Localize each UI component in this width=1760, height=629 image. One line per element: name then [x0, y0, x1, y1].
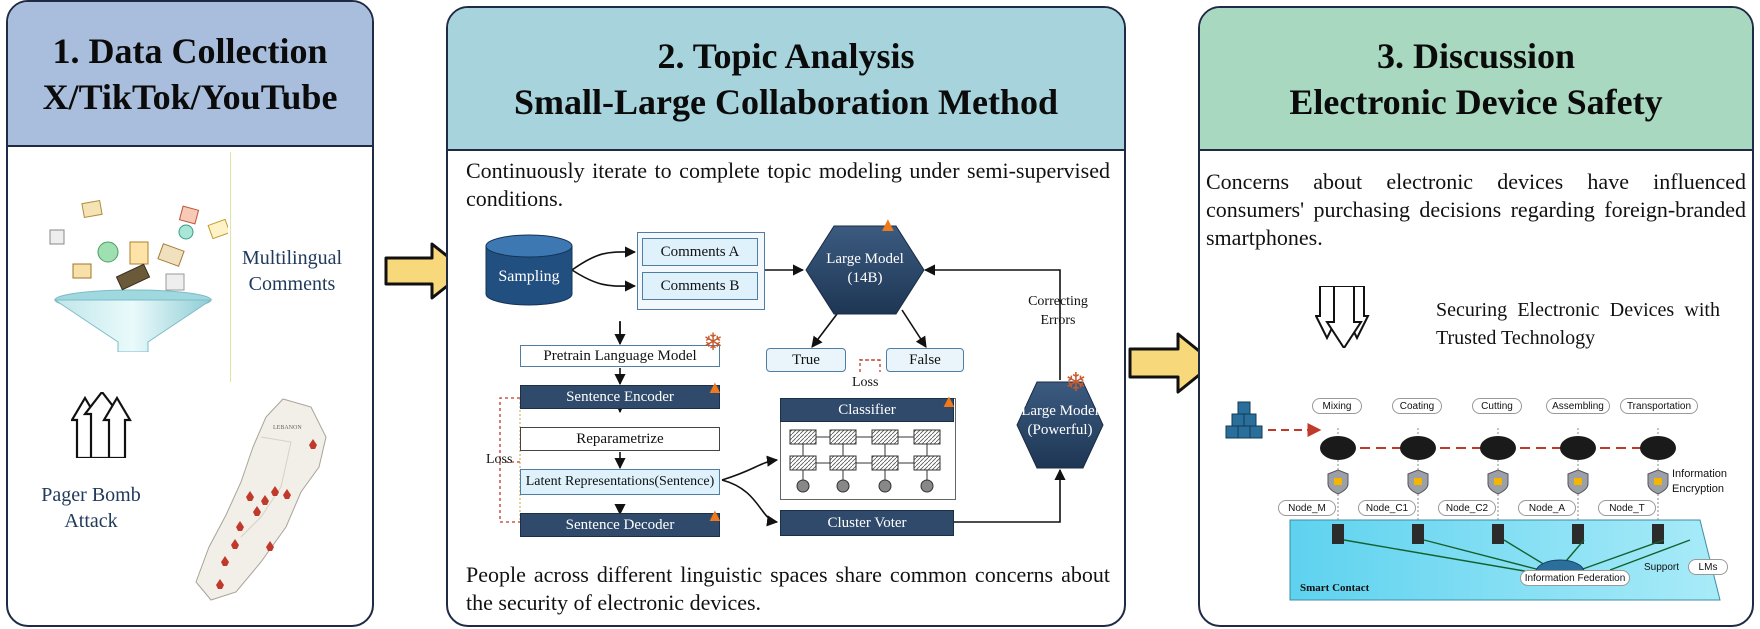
panel2-title-line2: Small-Large Collaboration Method: [514, 81, 1058, 122]
pager-label: Pager Bomb Attack: [41, 484, 141, 532]
node-tag-a: Node_A: [1518, 500, 1576, 516]
panel-discussion: 3. Discussion Electronic Device Safety C…: [1198, 6, 1754, 627]
flame-icon-decoder: ▲: [706, 505, 724, 525]
divider-line: [230, 152, 231, 382]
reparametrize-box: Reparametrize: [520, 427, 720, 451]
latent-representations-box: Latent Representations(Sentence): [520, 469, 720, 495]
flame-icon: ▲: [878, 214, 898, 236]
sentence-encoder-box: Sentence Encoder: [520, 385, 720, 409]
step-tag-transportation: Transportation: [1620, 398, 1698, 414]
large-model-powerful-hexagon: [1016, 381, 1104, 469]
panel3-header: 3. Discussion Electronic Device Safety: [1200, 8, 1752, 151]
flame-icon-classifier: ▲: [940, 391, 958, 411]
comments-b-box: Comments B: [642, 272, 758, 300]
panel2-top-text: Continuously iterate to complete topic m…: [466, 158, 1110, 211]
multilingual-label: Multilingual Comments: [242, 247, 342, 295]
panel3-top-text: Concerns about electronic devices have i…: [1206, 169, 1746, 250]
sampling-database-icon: [485, 234, 573, 306]
loss-top-label: Loss: [852, 375, 879, 390]
flow-arrow-2: [1128, 332, 1216, 394]
flame-icon-encoder: ▲: [706, 377, 724, 397]
supply-chain-illustration: [1225, 401, 1721, 601]
large-model-14b-line2: (14B): [847, 270, 883, 286]
blocks-icon: [1225, 401, 1263, 439]
large-model-14b-label: Large Model (14B): [804, 250, 926, 288]
down-arrows-icon: [1315, 286, 1370, 348]
panel1-header: 1. Data Collection X/TikTok/YouTube: [8, 2, 372, 147]
step-tag-mixing: Mixing: [1312, 398, 1362, 414]
panel3-title-line1: 3. Discussion: [1376, 35, 1576, 76]
panel1-title-line2: X/TikTok/YouTube: [42, 76, 338, 117]
attack-markers: [216, 439, 317, 589]
pretrain-language-model-box: Pretrain Language Model: [520, 345, 720, 367]
node-tag-c1: Node_C1: [1358, 500, 1416, 516]
securing-label: Securing Electronic Devices with Trusted…: [1436, 299, 1720, 349]
panel2-header: 2. Topic Analysis Small-Large Collaborat…: [448, 8, 1124, 151]
step-tag-assembling: Assembling: [1546, 398, 1610, 414]
lebanon-map: LEBANON: [195, 398, 327, 601]
panel3-title-line2: Electronic Device Safety: [1289, 81, 1663, 122]
large-model-14b-hexagon: [805, 225, 925, 315]
info-federation-tag: Information Federation: [1520, 570, 1630, 586]
process-disks: [1320, 436, 1676, 460]
panel-data-collection: 1. Data Collection X/TikTok/YouTube Mult…: [6, 0, 374, 627]
panel2-title-line1: 2. Topic Analysis: [657, 35, 915, 76]
comments-a-box: Comments A: [642, 238, 758, 266]
svg-text:LEBANON: LEBANON: [273, 425, 302, 431]
lock-icons: [1334, 478, 1662, 485]
large-model-powerful-line2: (Powerful): [1027, 422, 1093, 438]
node-tag-c2: Node_C2: [1438, 500, 1496, 516]
correcting-errors-label: Correcting Errors: [1028, 294, 1088, 328]
cluster-voter-box: Cluster Voter: [780, 510, 954, 536]
panel2-bottom-text: People across different linguistic space…: [466, 562, 1110, 615]
node-tag-m: Node_M: [1278, 500, 1336, 516]
node-tag-t: Node_T: [1598, 500, 1656, 516]
snowflake-icon-powerful: ❄: [1065, 368, 1087, 397]
server-icons: [1332, 524, 1664, 544]
support-label: Support: [1644, 562, 1680, 573]
large-model-14b-line1: Large Model: [826, 251, 904, 267]
sentence-decoder-box: Sentence Decoder: [520, 513, 720, 537]
step-tag-cutting: Cutting: [1472, 398, 1522, 414]
funnel-illustration: [49, 199, 228, 352]
up-arrows-icon: [71, 392, 132, 458]
classifier-box: Classifier: [780, 398, 954, 422]
lms-tag: LMs: [1688, 559, 1728, 575]
snowflake-icon: ❄: [703, 330, 724, 356]
sampling-label: Sampling: [498, 268, 560, 285]
info-encryption-label: Information Encryption: [1672, 468, 1728, 495]
large-model-powerful-label: Large Model (Powerful): [1010, 402, 1110, 440]
loss-left-label: Loss: [486, 452, 513, 467]
true-box: True: [766, 348, 846, 372]
step-tag-coating: Coating: [1392, 398, 1442, 414]
large-model-powerful-line1: Large Model: [1021, 403, 1099, 419]
classifier-network: [789, 429, 941, 493]
panel1-title-line1: 1. Data Collection: [52, 30, 328, 71]
smart-contact-label: Smart Contact: [1300, 582, 1370, 594]
media-icons: [49, 199, 228, 291]
false-box: False: [886, 348, 964, 372]
